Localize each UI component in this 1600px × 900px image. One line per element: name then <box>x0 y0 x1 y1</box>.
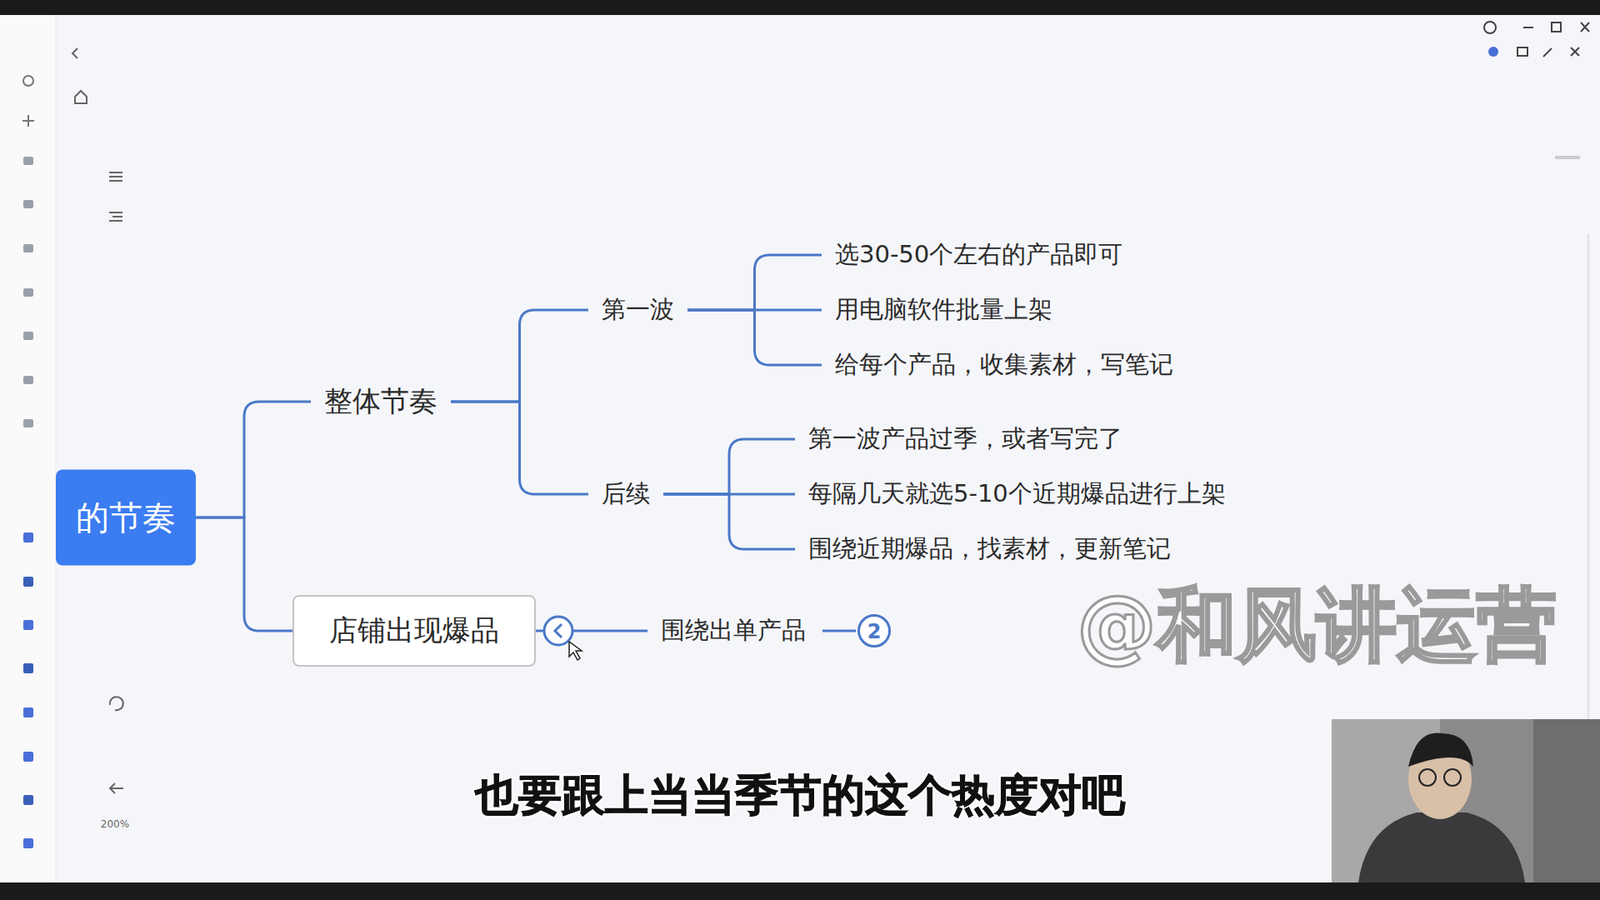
bottom-bar <box>0 882 1600 900</box>
branch-connector <box>450 401 589 495</box>
subtitle: 也要跟上当当季节的这个热度对吧 <box>475 766 1125 825</box>
leaf-topic: 围绕近期爆品，找素材，更新笔记 <box>795 529 1185 570</box>
topic-text: 店铺出现爆品 <box>319 611 510 650</box>
toolbar-icons <box>72 48 124 794</box>
leaf-topic: 围绕出单产品 <box>647 610 820 651</box>
leaf-topic: 选30-50个左右的产品即可 <box>821 235 1136 275</box>
branch-connector <box>195 401 311 518</box>
collapse-toggle <box>544 616 582 660</box>
topic-text: 用电脑软件批量上架 <box>835 293 1053 327</box>
topic-text: 围绕近期爆品，找素材，更新笔记 <box>808 532 1171 566</box>
leaf-topic: 第一波产品过季，或者写完了 <box>795 419 1136 460</box>
branch-connector <box>663 439 795 495</box>
sidebar-icons <box>22 75 35 849</box>
branch-connector <box>450 310 589 402</box>
sub-topic: 后续 <box>588 474 664 515</box>
scroll-mark <box>1555 155 1580 160</box>
top-bar <box>0 0 1600 15</box>
branch-connector <box>687 255 822 310</box>
branch-connector <box>195 517 293 631</box>
root-topic: 的节奏 <box>55 470 196 566</box>
sub-topic: 第一波 <box>588 290 688 330</box>
leaf-topic: 每隔几天就选5-10个近期爆品进行上架 <box>795 474 1240 515</box>
topic-text: 的节奏 <box>75 495 176 541</box>
count-stub <box>822 630 856 633</box>
zoom-level: 200% <box>100 818 130 830</box>
topic-text: 给每个产品，收集素材，写笔记 <box>835 348 1174 382</box>
topic-text: 整体节奏 <box>324 382 438 421</box>
topic-text: 选30-50个左右的产品即可 <box>835 238 1123 272</box>
webcam-video <box>1331 719 1600 883</box>
leaf-topic: 用电脑软件批量上架 <box>821 290 1066 330</box>
sidebar-border <box>55 15 57 883</box>
branch-connector <box>663 494 795 550</box>
topic-text: 围绕出单产品 <box>660 614 806 648</box>
topic-text: 第一波产品过季，或者写完了 <box>808 422 1123 456</box>
branch-topic: 整体节奏 <box>310 379 451 425</box>
watermark: @和风讲运营 <box>1076 572 1557 681</box>
branch-connector <box>687 310 822 365</box>
sidebar <box>0 15 56 883</box>
topic-text: 第一波 <box>601 293 675 327</box>
window-controls <box>1484 21 1590 57</box>
branch-box: 店铺出现爆品 <box>292 595 536 667</box>
leaf-topic: 给每个产品，收集素材，写笔记 <box>821 345 1187 385</box>
count-badge: 2 <box>857 614 891 648</box>
topic-text: 后续 <box>601 477 650 511</box>
topic-text: 每隔几天就选5-10个近期爆品进行上架 <box>808 477 1226 511</box>
